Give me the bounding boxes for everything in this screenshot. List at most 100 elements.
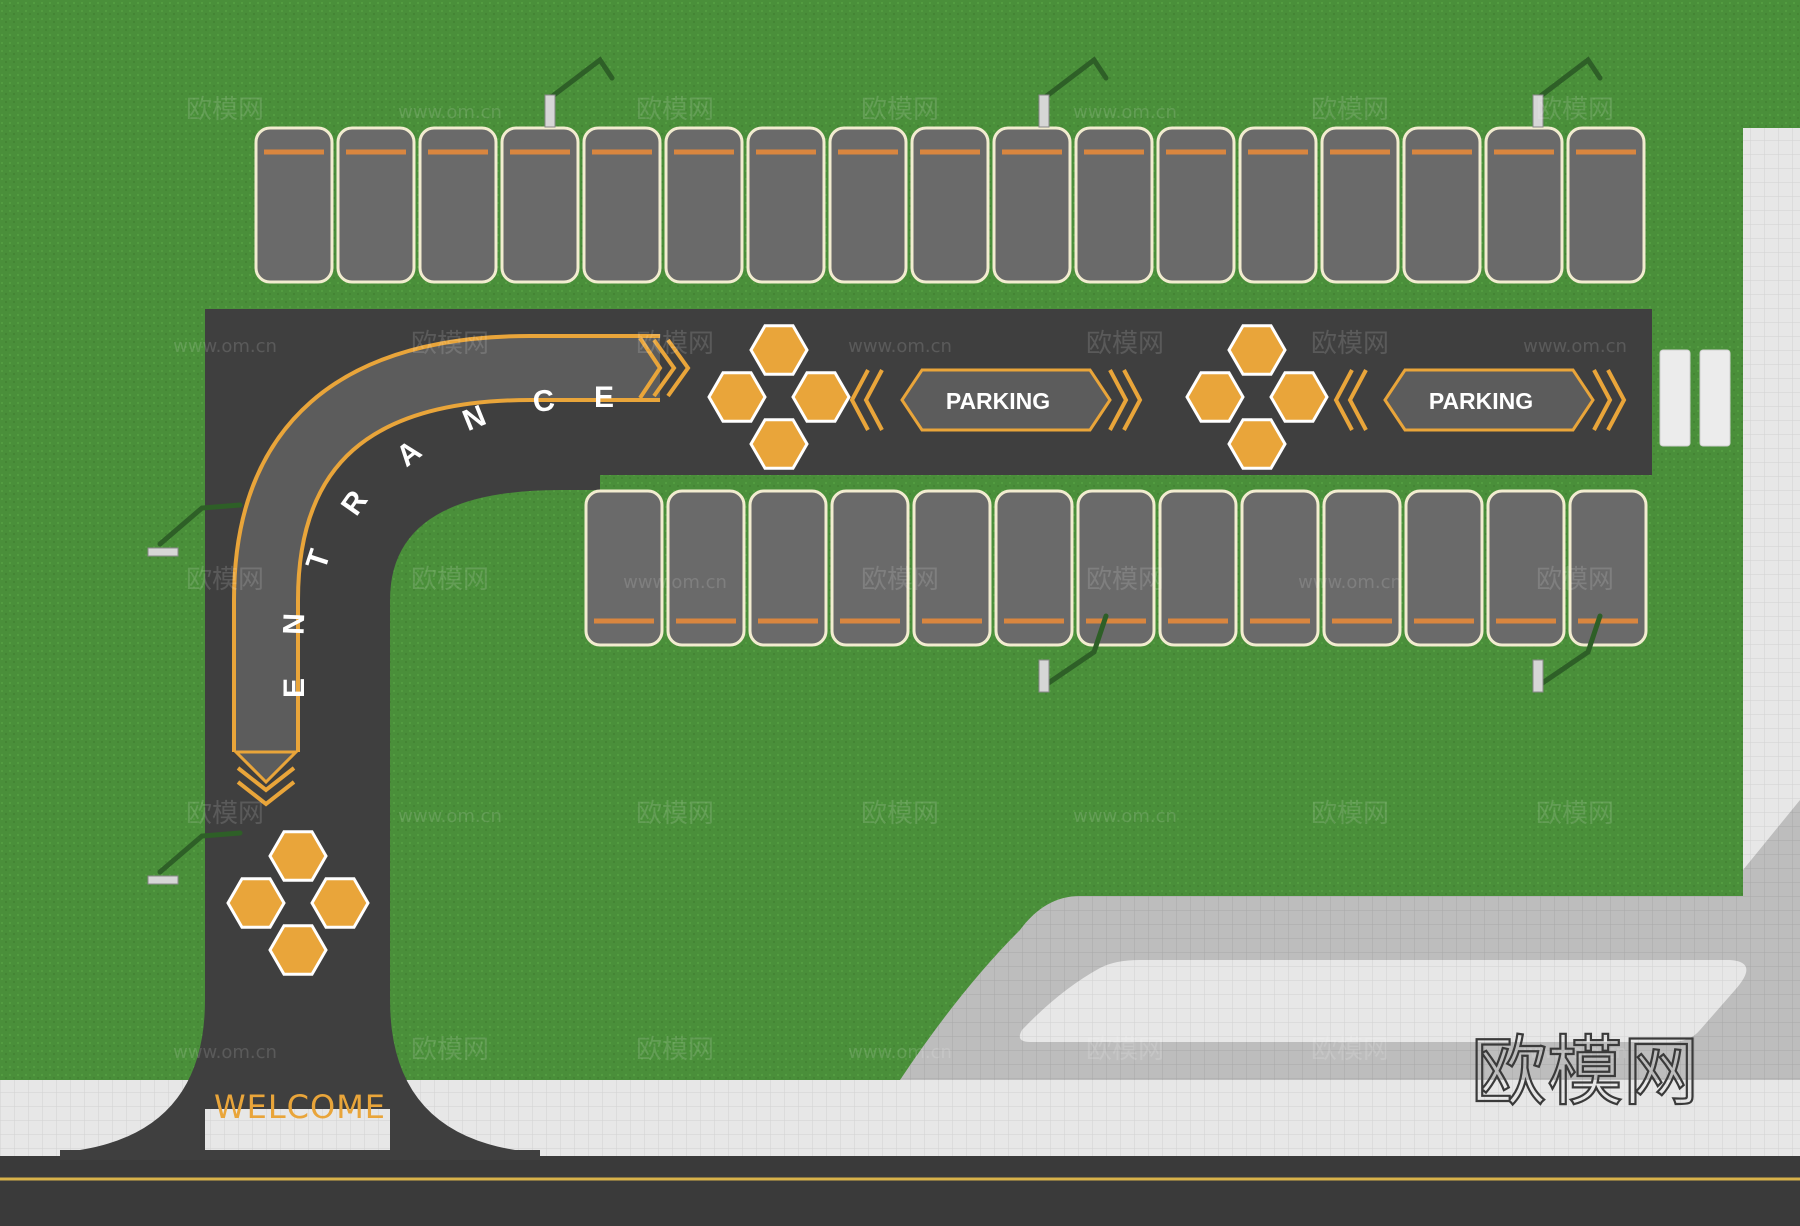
light-pole-icon [147, 502, 243, 557]
honeycomb-cell [749, 324, 809, 376]
entrance-arrow-tip [232, 750, 300, 785]
parking-sign-2: PARKING [1333, 368, 1627, 432]
light-pole-icon [1532, 56, 1603, 128]
entrance-letter: E [594, 381, 614, 414]
watermark-text: 欧模网 [636, 1035, 714, 1065]
parking-space [1322, 489, 1402, 647]
parking-space [1484, 126, 1564, 284]
watermark-text: 欧模网 [636, 799, 714, 829]
honeycomb-cell [1269, 371, 1329, 423]
watermark-text: www.om.cn [398, 102, 502, 123]
watermark-text: 欧模网 [636, 329, 714, 359]
parking-sign-label: PARKING [1429, 388, 1533, 414]
honeycomb-cell [268, 924, 328, 976]
watermark-text: www.om.cn [1073, 102, 1177, 123]
parking-space [1074, 126, 1154, 284]
honeycomb-cell [749, 418, 809, 470]
top-parking-row [254, 126, 1646, 284]
honeycomb-cell [268, 830, 328, 882]
plaza-inner-island [1019, 960, 1747, 1042]
parking-space [500, 126, 580, 284]
parking-space [336, 126, 416, 284]
watermark-text: www.om.cn [1523, 1042, 1627, 1063]
parking-space [912, 489, 992, 647]
watermark-text: www.om.cn [623, 572, 727, 593]
parking-space [1320, 126, 1400, 284]
parking-space [994, 489, 1074, 647]
watermark-text: 欧模网 [1536, 95, 1614, 125]
watermark-text: 欧模网 [1536, 799, 1614, 829]
watermark-text: 欧模网 [861, 799, 939, 829]
honeycomb-cell [226, 877, 286, 929]
bottom-parking-row [584, 489, 1648, 647]
parking-space [418, 126, 498, 284]
watermark-text: 欧模网 [1311, 1035, 1389, 1065]
welcome-text: WELCOME [214, 1088, 386, 1126]
main-road [0, 1156, 1800, 1226]
entrance-arrow-right [638, 336, 663, 400]
parking-space [1238, 126, 1318, 284]
watermark-text: 欧模网 [411, 1035, 489, 1065]
entrance-chevrons-right [652, 338, 691, 398]
watermark-text: www.om.cn [848, 336, 952, 357]
parking-space [664, 126, 744, 284]
light-pole-icon [1532, 613, 1603, 693]
watermark-text: 欧模网 [1086, 565, 1164, 595]
parking-space [1404, 489, 1484, 647]
parking-space [1402, 126, 1482, 284]
watermark-text: 欧模网 [1311, 95, 1389, 125]
right-sidewalk [1743, 128, 1800, 898]
light-pole-icon [1038, 613, 1109, 693]
honeycomb-cluster [1185, 324, 1329, 470]
honeycomb-cluster [707, 324, 851, 470]
watermark-text: 欧模网 [186, 799, 264, 829]
watermark-text: 欧模网 [1311, 799, 1389, 829]
watermark-text: 欧模网 [636, 95, 714, 125]
watermark-text: www.om.cn [848, 1042, 952, 1063]
parking-space [910, 126, 990, 284]
parking-space [1076, 489, 1156, 647]
parking-space [748, 489, 828, 647]
honeycomb-cell [791, 371, 851, 423]
honeycomb-cell [310, 877, 370, 929]
entrance-ribbon-inner [236, 338, 660, 752]
watermark-text: 欧模网 [1536, 565, 1614, 595]
entrance-letter: C [531, 384, 557, 420]
watermark-text: 欧模网 [861, 565, 939, 595]
parking-space [1568, 489, 1648, 647]
parking-space [584, 489, 664, 647]
entrance-chevrons-down [236, 766, 296, 807]
entrance-letter: E [278, 678, 311, 698]
watermark-text: 欧模网 [186, 95, 264, 125]
parking-space [1240, 489, 1320, 647]
bollard-box [1699, 349, 1731, 447]
light-pole-icon [147, 830, 243, 885]
honeycomb-cluster [226, 830, 370, 976]
parking-space [666, 489, 746, 647]
honeycomb-cell [1185, 371, 1245, 423]
watermark-text: 欧模网 [1311, 329, 1389, 359]
light-pole-icon [1038, 56, 1109, 128]
watermark-text: www.om.cn [1523, 336, 1627, 357]
parking-sign-label: PARKING [946, 388, 1050, 414]
light-poles [147, 56, 1603, 885]
watermark-text: www.om.cn [1298, 572, 1402, 593]
watermark-text: www.om.cn [1073, 806, 1177, 827]
watermark-text: 欧模网 [411, 565, 489, 595]
parking-sign-1: PARKING [849, 368, 1143, 432]
honeycomb-cell [1227, 324, 1287, 376]
parking-space [746, 126, 826, 284]
parking-space [1486, 489, 1566, 647]
watermark-text: 欧模网 [411, 329, 489, 359]
watermark-text: 欧模网 [861, 95, 939, 125]
parking-space [830, 489, 910, 647]
honeycomb-cell [707, 371, 767, 423]
parking-space [992, 126, 1072, 284]
watermark-text: 欧模网 [1086, 329, 1164, 359]
honeycomb-cell [1227, 418, 1287, 470]
parking-space [582, 126, 662, 284]
watermark-text: www.om.cn [398, 806, 502, 827]
